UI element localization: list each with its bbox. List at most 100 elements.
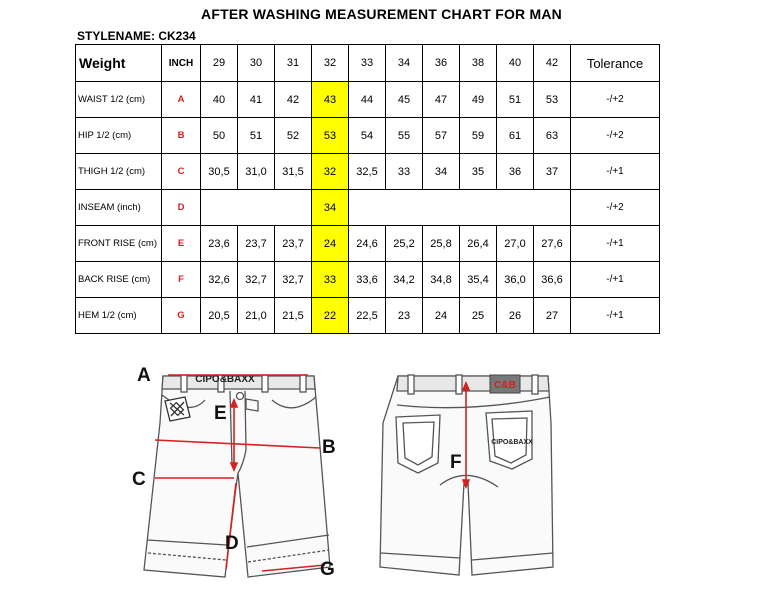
measure-cell: 54 bbox=[348, 117, 386, 154]
row-code: E bbox=[161, 225, 201, 262]
table-body: Weight INCH 29 30 31 32 33 34 36 38 40 4… bbox=[75, 44, 660, 334]
header-size: 34 bbox=[385, 44, 423, 82]
row-tolerance: -/+1 bbox=[570, 261, 660, 298]
back-logo-label: C&B bbox=[494, 380, 516, 391]
row-label: INSEAM (inch) bbox=[75, 189, 162, 226]
header-size: 30 bbox=[237, 44, 275, 82]
measure-cell: 49 bbox=[459, 81, 497, 118]
measure-cell-empty bbox=[200, 189, 312, 226]
measure-cell: 34,2 bbox=[385, 261, 423, 298]
header-size: 31 bbox=[274, 44, 312, 82]
header-inch: INCH bbox=[161, 44, 201, 82]
measure-cell: 26,4 bbox=[459, 225, 497, 262]
measure-cell: 44 bbox=[348, 81, 386, 118]
measure-cell: 55 bbox=[385, 117, 423, 154]
header-weight: Weight bbox=[75, 44, 162, 82]
measure-cell: 59 bbox=[459, 117, 497, 154]
header-size: 32 bbox=[311, 44, 349, 82]
measure-cell: 21,5 bbox=[274, 297, 312, 334]
measure-cell: 36,0 bbox=[496, 261, 534, 298]
measure-cell: 27 bbox=[533, 297, 571, 334]
table-header-row: Weight INCH 29 30 31 32 33 34 36 38 40 4… bbox=[75, 44, 660, 82]
row-label: THIGH 1/2 (cm) bbox=[75, 153, 162, 190]
row-code: F bbox=[161, 261, 201, 298]
measure-cell: 24 bbox=[422, 297, 460, 334]
measure-cell: 34 bbox=[311, 189, 349, 226]
measure-cell: 21,0 bbox=[237, 297, 275, 334]
row-code: G bbox=[161, 297, 201, 334]
measure-cell: 25,2 bbox=[385, 225, 423, 262]
measure-cell: 34,8 bbox=[422, 261, 460, 298]
row-tolerance: -/+2 bbox=[570, 81, 660, 118]
measure-cell: 33 bbox=[311, 261, 349, 298]
row-code: A bbox=[161, 81, 201, 118]
measure-cell: 53 bbox=[311, 117, 349, 154]
front-shorts-drawing bbox=[143, 374, 331, 578]
front-measure-lines bbox=[154, 374, 326, 572]
measure-cell: 27,0 bbox=[496, 225, 534, 262]
row-tolerance: -/+1 bbox=[570, 297, 660, 334]
header-size: 29 bbox=[200, 44, 238, 82]
measure-cell: 33 bbox=[385, 153, 423, 190]
measure-cell: 40 bbox=[200, 81, 238, 118]
row-code: B bbox=[161, 117, 201, 154]
measure-cell: 32 bbox=[311, 153, 349, 190]
back-pocket-brand-label: CIPO&BAXX bbox=[491, 439, 533, 446]
measure-cell: 45 bbox=[385, 81, 423, 118]
measure-cell: 63 bbox=[533, 117, 571, 154]
row-tolerance: -/+2 bbox=[570, 117, 660, 154]
row-tolerance: -/+1 bbox=[570, 225, 660, 262]
measure-cell: 52 bbox=[274, 117, 312, 154]
measure-cell: 35,4 bbox=[459, 261, 497, 298]
measure-cell: 42 bbox=[274, 81, 312, 118]
measure-cell: 33,6 bbox=[348, 261, 386, 298]
measure-cell: 24,6 bbox=[348, 225, 386, 262]
measure-cell: 25,8 bbox=[422, 225, 460, 262]
measure-cell: 26 bbox=[496, 297, 534, 334]
back-measure-line bbox=[461, 380, 471, 490]
row-label: BACK RISE (cm) bbox=[75, 261, 162, 298]
measure-cell: 22 bbox=[311, 297, 349, 334]
measure-cell: 32,7 bbox=[274, 261, 312, 298]
measure-cell: 32,5 bbox=[348, 153, 386, 190]
row-tolerance: -/+1 bbox=[570, 153, 660, 190]
measure-cell: 30,5 bbox=[200, 153, 238, 190]
row-code: C bbox=[161, 153, 201, 190]
measure-cell: 35 bbox=[459, 153, 497, 190]
measure-cell: 43 bbox=[311, 81, 349, 118]
front-brand-label: CIPO&BAXX bbox=[195, 374, 255, 385]
table-row: INSEAM (inch)D 34 -/+2 bbox=[75, 189, 660, 226]
measure-cell: 31,5 bbox=[274, 153, 312, 190]
chart-title: AFTER WASHING MEASUREMENT CHART FOR MAN bbox=[201, 6, 562, 22]
row-label: HEM 1/2 (cm) bbox=[75, 297, 162, 334]
measure-cell: 32,6 bbox=[200, 261, 238, 298]
measure-cell: 36 bbox=[496, 153, 534, 190]
header-size: 36 bbox=[422, 44, 460, 82]
measure-letter-c: C bbox=[132, 469, 146, 490]
row-tolerance: -/+2 bbox=[570, 189, 660, 226]
measure-cell: 34 bbox=[422, 153, 460, 190]
measure-cell: 23,7 bbox=[274, 225, 312, 262]
measure-cell: 31,0 bbox=[237, 153, 275, 190]
measure-letter-a: A bbox=[137, 365, 151, 386]
measure-cell: 47 bbox=[422, 81, 460, 118]
measure-letter-f: F bbox=[450, 452, 462, 473]
measure-cell: 61 bbox=[496, 117, 534, 154]
measure-letter-d: D bbox=[225, 533, 239, 554]
measure-cell: 51 bbox=[237, 117, 275, 154]
back-logo-patch bbox=[489, 374, 521, 394]
row-label: WAIST 1/2 (cm) bbox=[75, 81, 162, 118]
measurement-table: Weight INCH 29 30 31 32 33 34 36 38 40 4… bbox=[75, 44, 660, 334]
measure-cell: 20,5 bbox=[200, 297, 238, 334]
measure-cell-empty bbox=[348, 189, 571, 226]
measure-cell: 53 bbox=[533, 81, 571, 118]
row-code: D bbox=[161, 189, 201, 226]
measure-cell: 51 bbox=[496, 81, 534, 118]
measure-cell: 36,6 bbox=[533, 261, 571, 298]
measure-cell: 57 bbox=[422, 117, 460, 154]
